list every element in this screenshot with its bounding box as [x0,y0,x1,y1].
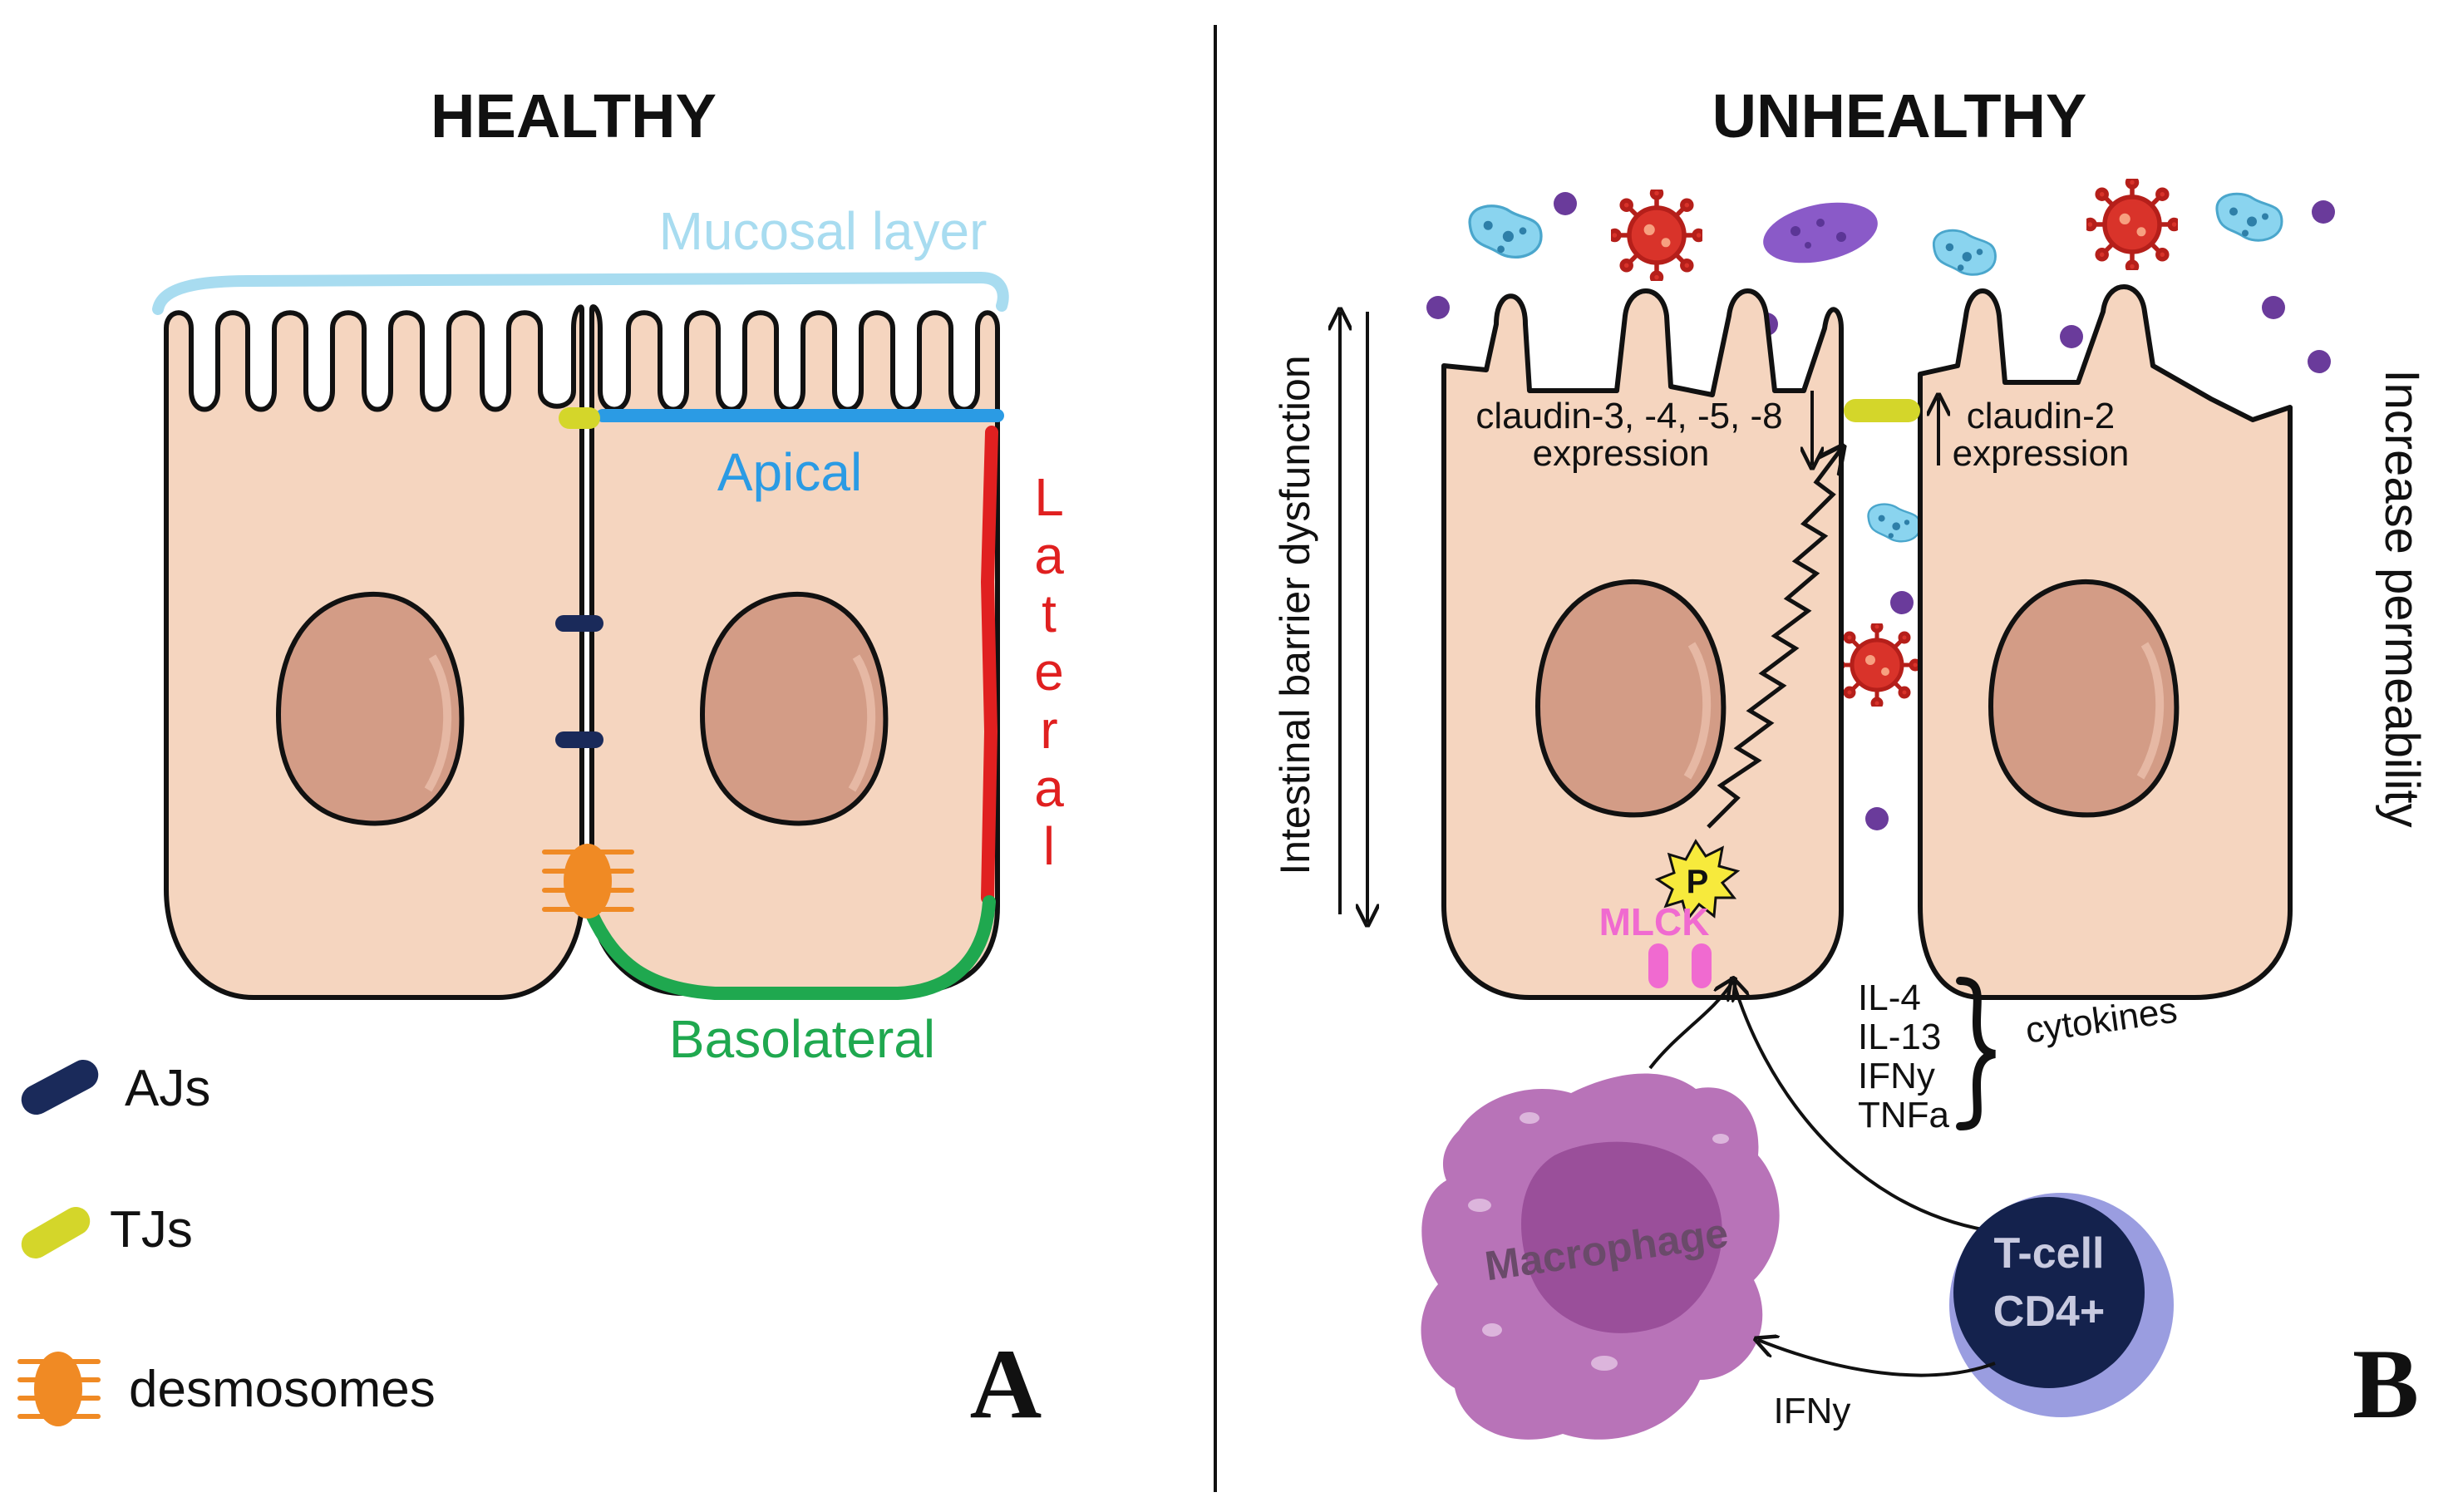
nucleus-right [699,591,889,826]
tight-junction-icon [21,1207,91,1258]
nucleus-highlight [2136,642,2165,780]
panel-a-title: HEALTHY [431,81,717,150]
desmosome-icon [17,1352,101,1426]
cytokine-brace [1956,977,1997,1130]
phospho-burst-icon [1654,839,1741,923]
lateral-letter: a [1034,525,1064,585]
increase-permeability-label: Increase permeability [2375,369,2429,827]
apical-label: Apical [717,442,862,502]
nucleus-left [1534,579,1727,818]
panel-b-title: UNHEALTHY [1712,81,2087,150]
claudin-up-text-line1: claudin-2 [1967,396,2116,436]
ifn-arrow-label: IFNy [1774,1391,1851,1431]
purple-bacteria-icon [1763,202,1878,263]
lateral-letter: l [1043,816,1055,876]
signaling-zigzag [1707,449,1841,829]
nucleus-left [275,591,465,826]
cytokine-item: TNFa [1858,1095,1950,1135]
adherens-junction-icon [555,731,603,748]
legend-label-tjs: TJs [110,1201,193,1258]
claudin-down-text-line1: claudin-3, -4, -5, -8 [1475,396,1782,436]
virus-icon [1610,189,1703,282]
mlck-receptor-icon [1692,943,1712,988]
macrophage-vacuole [1468,1112,1729,1371]
nucleus-highlight [424,654,452,792]
bacteria-icon [1468,204,1543,259]
cytokine-item: IL-13 [1858,1017,1941,1057]
lateral-letter: t [1042,584,1057,643]
legend: AJs TJs desmosomes [17,1059,436,1426]
panel-letter-a: A [970,1328,1042,1439]
adherens-junction-icon [21,1059,99,1116]
lateral-label: L a t e r a l [1034,467,1064,876]
desmosome-icon [542,844,634,919]
lateral-letter: r [1040,700,1057,760]
basolateral-membrane-line [585,895,996,1000]
tcell-label-line2: CD4+ [1993,1288,2105,1336]
lateral-membrane-line [980,426,998,904]
adherens-junction-icon [555,615,603,632]
cytokine-item: IL-4 [1858,978,1921,1018]
nucleus-highlight [1683,642,1712,780]
nucleus-right [1988,579,2180,818]
luminal-particle [1426,192,2335,830]
mlck-receptor-icon [1648,943,1668,988]
tight-junction-icon [559,407,600,429]
cytokine-list: IL-4 IL-13 IFNy TNFa [1858,978,1950,1135]
mucosal-layer-label: Mucosal layer [659,201,988,261]
bacteria-icon [1867,503,1922,543]
tight-junction-icon [1844,399,1920,422]
nucleus-highlight [848,654,876,792]
macrophage-nucleus [1521,1141,1722,1333]
lateral-letter: L [1034,467,1064,527]
phospho-label: P [1687,864,1709,900]
claudin-up-text-line2: expression [1953,433,2130,474]
bacteria-icon [2215,192,2283,242]
virus-icon [2086,178,2179,271]
basolateral-label: Basolateral [669,1009,935,1069]
lateral-letter: e [1034,642,1064,702]
barrier-dysfunction-label: Intestinal barrier dysfunction [1272,355,1318,874]
legend-label-ajs: AJs [125,1060,210,1117]
panel-letter-b: B [2352,1328,2419,1439]
cytokine-item: IFNy [1858,1056,1935,1096]
tcell-body [1953,1197,2145,1388]
claudin-down-text-line2: expression [1533,433,1710,474]
panel-a: HEALTHY Mucosal layer Apical L a t e r a… [17,81,1064,1439]
panel-b: UNHEALTHY claudin-3, -4, -5, -8 [1272,81,2429,1440]
mlck-label: MLCK [1599,900,1710,943]
mucosal-layer-line [152,271,1009,315]
lateral-letter: a [1034,758,1064,818]
bacteria-icon [1932,229,1997,276]
tcell-to-mlck-arrow [1733,981,1988,1232]
tcell-to-macrophage-arrow [1758,1340,1996,1377]
tcell-label-line1: T-cell [1994,1229,2105,1278]
legend-label-desmosomes: desmosomes [129,1361,436,1418]
virus-icon [1835,623,1919,707]
